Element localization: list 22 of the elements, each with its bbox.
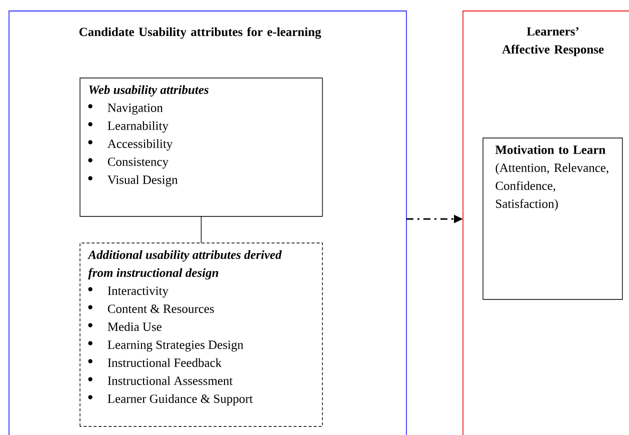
connector-line (200, 216, 202, 244)
list-box (80, 242, 323, 427)
panel-title: Candidate Usability attributes for e-learning (79, 27, 322, 39)
list-heading: Additional usability attributes derived from instructional design (88, 250, 282, 280)
list-item: Instructional Feedback (108, 358, 222, 367)
list-item: Consistency (108, 158, 168, 169)
list-heading: Web usability attributes (89, 85, 208, 97)
list-box (80, 78, 323, 217)
list-item: Interactivity (108, 286, 168, 298)
list-item: Learner Guidance & Support (108, 394, 253, 406)
list-item: Navigation (108, 104, 163, 115)
list-item: Content & Resources (108, 304, 214, 313)
list-item: Media Use (108, 322, 162, 331)
list-item: Visual Design (108, 175, 178, 187)
list-item: Instructional Assessment (108, 376, 233, 385)
box-text: (Attention, Relevance, Confidence, Satisfaction) (496, 163, 608, 211)
text-box (482, 138, 623, 300)
panel-title: Learners’ Affective Response (502, 27, 604, 56)
list-item: Accessibility (108, 139, 173, 151)
list-item: Learnability (108, 121, 168, 133)
box-heading: Motivation to Learn (495, 145, 606, 154)
list-item: Learning Strategies Design (108, 340, 244, 352)
